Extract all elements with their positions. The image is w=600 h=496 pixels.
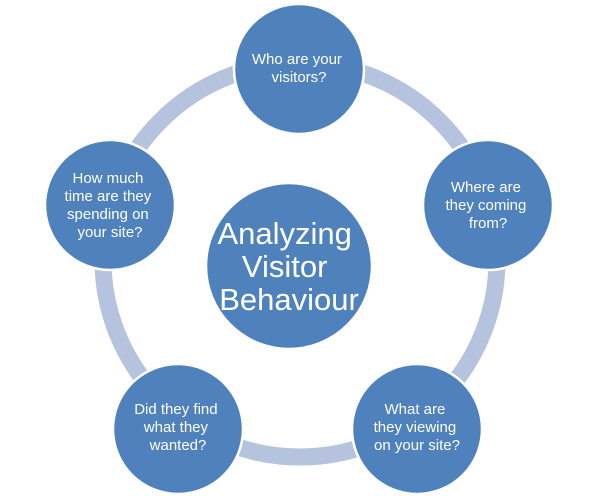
node-where-are-they-coming-from: Where are they coming from? bbox=[421, 138, 555, 272]
node-circle bbox=[232, 2, 366, 136]
node-label: Who are your visitors? bbox=[252, 51, 346, 86]
node-what-are-they-viewing: What are they viewing on your site? bbox=[350, 362, 484, 496]
center-node-circle bbox=[204, 181, 374, 351]
node-circle bbox=[43, 138, 177, 272]
node-label: Did they find what they wanted? bbox=[134, 401, 222, 454]
node-did-they-find-what-they-wanted: Did they find what they wanted? bbox=[111, 362, 245, 496]
node-label: Where are they coming from? bbox=[445, 179, 530, 232]
center-node: Analyzing Visitor Behaviour bbox=[204, 181, 374, 351]
node-label: How much time are they spending on your … bbox=[65, 170, 156, 241]
node-label: What are they viewing on your site? bbox=[374, 401, 461, 454]
node-circle bbox=[421, 138, 555, 272]
node-who-are-your-visitors: Who are your visitors? bbox=[232, 2, 366, 136]
node-circle bbox=[111, 362, 245, 496]
node-how-much-time-on-site: How much time are they spending on your … bbox=[43, 138, 177, 272]
center-node-label: Analyzing Visitor Behaviour bbox=[217, 216, 360, 317]
node-circle bbox=[350, 362, 484, 496]
